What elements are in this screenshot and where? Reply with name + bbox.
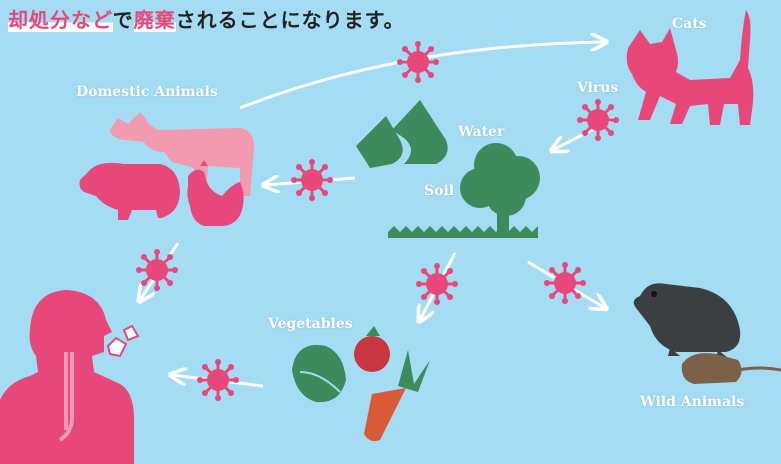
virus-icon [544,262,586,304]
label-wild-animals: Wild Animals [640,394,744,410]
grass-icon [388,226,538,238]
virus-icon [577,99,619,141]
vegetables-icon [292,326,430,441]
label-soil: Soil [424,183,454,199]
human-icon [0,290,138,464]
label-cats: Cats [672,16,707,32]
tree-icon [460,143,540,232]
virus-icon [197,359,239,401]
arrow-domestic-to-cats [240,42,605,108]
label-virus: Virus [577,80,618,96]
label-domestic-animals: Domestic Animals [76,84,218,100]
virus-icon [397,41,439,83]
virus-icon [416,263,458,305]
label-vegetables: Vegetables [268,316,353,332]
rat-icon [634,283,781,384]
label-water: Water [458,124,504,140]
virus-icon [136,249,178,291]
pig-icon [80,163,181,220]
virus-icon [291,159,333,201]
mountain-icon [356,100,448,168]
